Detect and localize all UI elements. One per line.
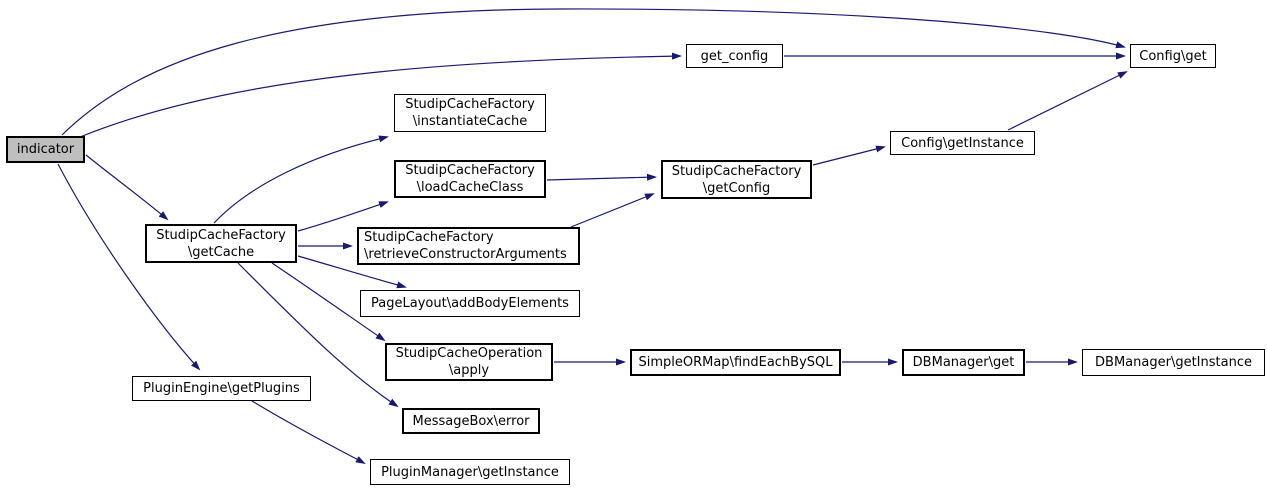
node-label: PageLayout\addBodyElements: [371, 296, 569, 311]
node-instantiate-cache[interactable]: StudipCacheFactory \instantiateCache: [394, 94, 546, 132]
node-factory-get-config[interactable]: StudipCacheFactory\getConfig: [661, 160, 812, 199]
node-label: SimpleORMap\findEachBySQL: [638, 355, 833, 370]
node-label: StudipCacheFactory: [364, 230, 494, 245]
edge-indicator-to-config-get: [61, 8, 1126, 136]
node-label: PluginManager\getInstance: [381, 464, 559, 480]
node-label: StudipCacheFactory: [405, 163, 535, 178]
node-label: \apply: [448, 363, 490, 378]
node-label: indicator: [16, 142, 75, 157]
node-indicator: indicator: [6, 136, 85, 163]
node-label: \getCache: [187, 244, 255, 260]
edge-load-cache-class-to-factory-get-config: [546, 173, 657, 181]
node-add-body-elements[interactable]: PageLayout\addBodyElements: [360, 290, 580, 317]
node-config-get[interactable]: Config\get: [1130, 44, 1216, 68]
node-label: PluginEngine\getPlugins: [143, 381, 300, 396]
edge-plugin-engine-get-plugins-to-plugin-manager-get-instance: [251, 400, 366, 464]
node-label: StudipCacheFactory: [405, 97, 535, 112]
node-label: get_config: [700, 48, 769, 64]
node-label: Config\getInstance: [901, 135, 1024, 151]
node-plugin-manager-get-instance[interactable]: PluginManager\getInstance: [370, 459, 570, 485]
node-messagebox-error[interactable]: MessageBox\error: [402, 408, 540, 434]
edge-indicator-to-get-cache: [85, 154, 169, 221]
node-dbmanager-get-instance[interactable]: DBManager\getInstance: [1082, 349, 1265, 376]
node-label: \loadCacheClass: [416, 180, 524, 195]
node-dbmanager-get[interactable]: DBManager\get: [902, 349, 1025, 376]
node-plugin-engine-get-plugins[interactable]: PluginEngine\getPlugins: [132, 376, 311, 401]
node-label: StudipCacheFactory: [671, 163, 802, 179]
edge-factory-get-config-to-config-get-instance: [812, 145, 886, 166]
node-label: \getConfig: [702, 180, 771, 196]
edge-config-get-instance-to-config-get: [1007, 71, 1128, 131]
edge-get-cache-to-instantiate-cache: [213, 135, 389, 224]
node-retrieve-constructor-arguments[interactable]: StudipCacheFactory \retrieveConstructorAr…: [357, 227, 580, 265]
node-find-each-by-sql[interactable]: SimpleORMap\findEachBySQL: [630, 349, 841, 376]
edge-indicator-to-get_config: [79, 52, 682, 138]
node-label: \instantiateCache: [412, 114, 528, 129]
node-label: MessageBox\error: [412, 413, 530, 429]
node-label: DBManager\get: [912, 355, 1015, 370]
node-cache-operation-apply[interactable]: StudipCacheOperation \apply: [385, 343, 553, 381]
node-get-cache[interactable]: StudipCacheFactory\getCache: [145, 224, 297, 263]
node-label: Config\get: [1139, 48, 1207, 64]
edge-indicator-to-plugin-engine-get-plugins: [57, 163, 201, 371]
node-label: DBManager\getInstance: [1095, 355, 1252, 370]
edge-retrieve-constructor-arguments-to-factory-get-config: [570, 193, 655, 228]
node-label: \retrieveConstructorArguments: [364, 247, 567, 262]
node-config-get-instance[interactable]: Config\getInstance: [890, 131, 1035, 155]
node-label: StudipCacheFactory: [156, 227, 286, 243]
node-label: StudipCacheOperation: [395, 346, 543, 361]
node-load-cache-class[interactable]: StudipCacheFactory \loadCacheClass: [394, 160, 546, 198]
node-get_config[interactable]: get_config: [686, 44, 783, 68]
